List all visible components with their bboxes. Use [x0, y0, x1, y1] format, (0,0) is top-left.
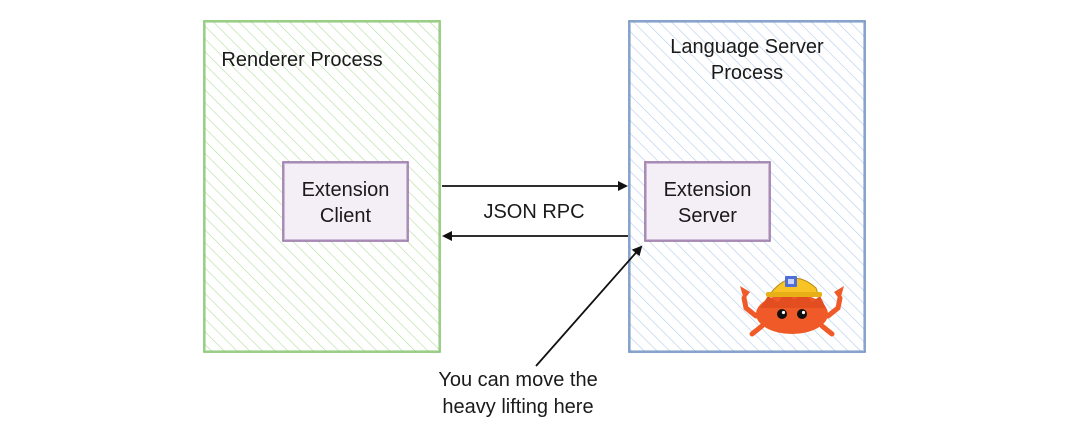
- json-rpc-label: JSON RPC: [483, 201, 585, 223]
- extension-client-label: Extension Client: [301, 179, 390, 227]
- arrow-annotation-pointer: [535, 245, 643, 367]
- extension-server-label: Extension Server: [663, 179, 752, 227]
- extension-client-box: [282, 161, 409, 242]
- language-server-process-title: Language Server Process: [670, 36, 824, 84]
- renderer-process-title: Renderer Process: [221, 49, 383, 71]
- extension-server-box: [644, 161, 771, 242]
- annotation-text: You can move the heavy lifting here: [438, 369, 598, 418]
- ferris-crab-hardhat-icon: [740, 276, 844, 337]
